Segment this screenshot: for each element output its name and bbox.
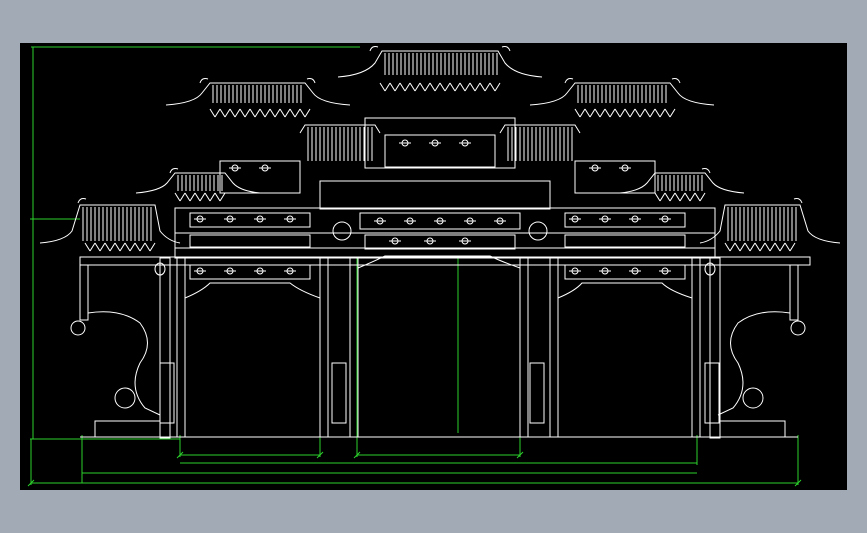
memorial-archway-drawing — [27, 46, 841, 487]
archway-structure — [39, 46, 841, 439]
cad-viewport[interactable] — [20, 43, 847, 490]
